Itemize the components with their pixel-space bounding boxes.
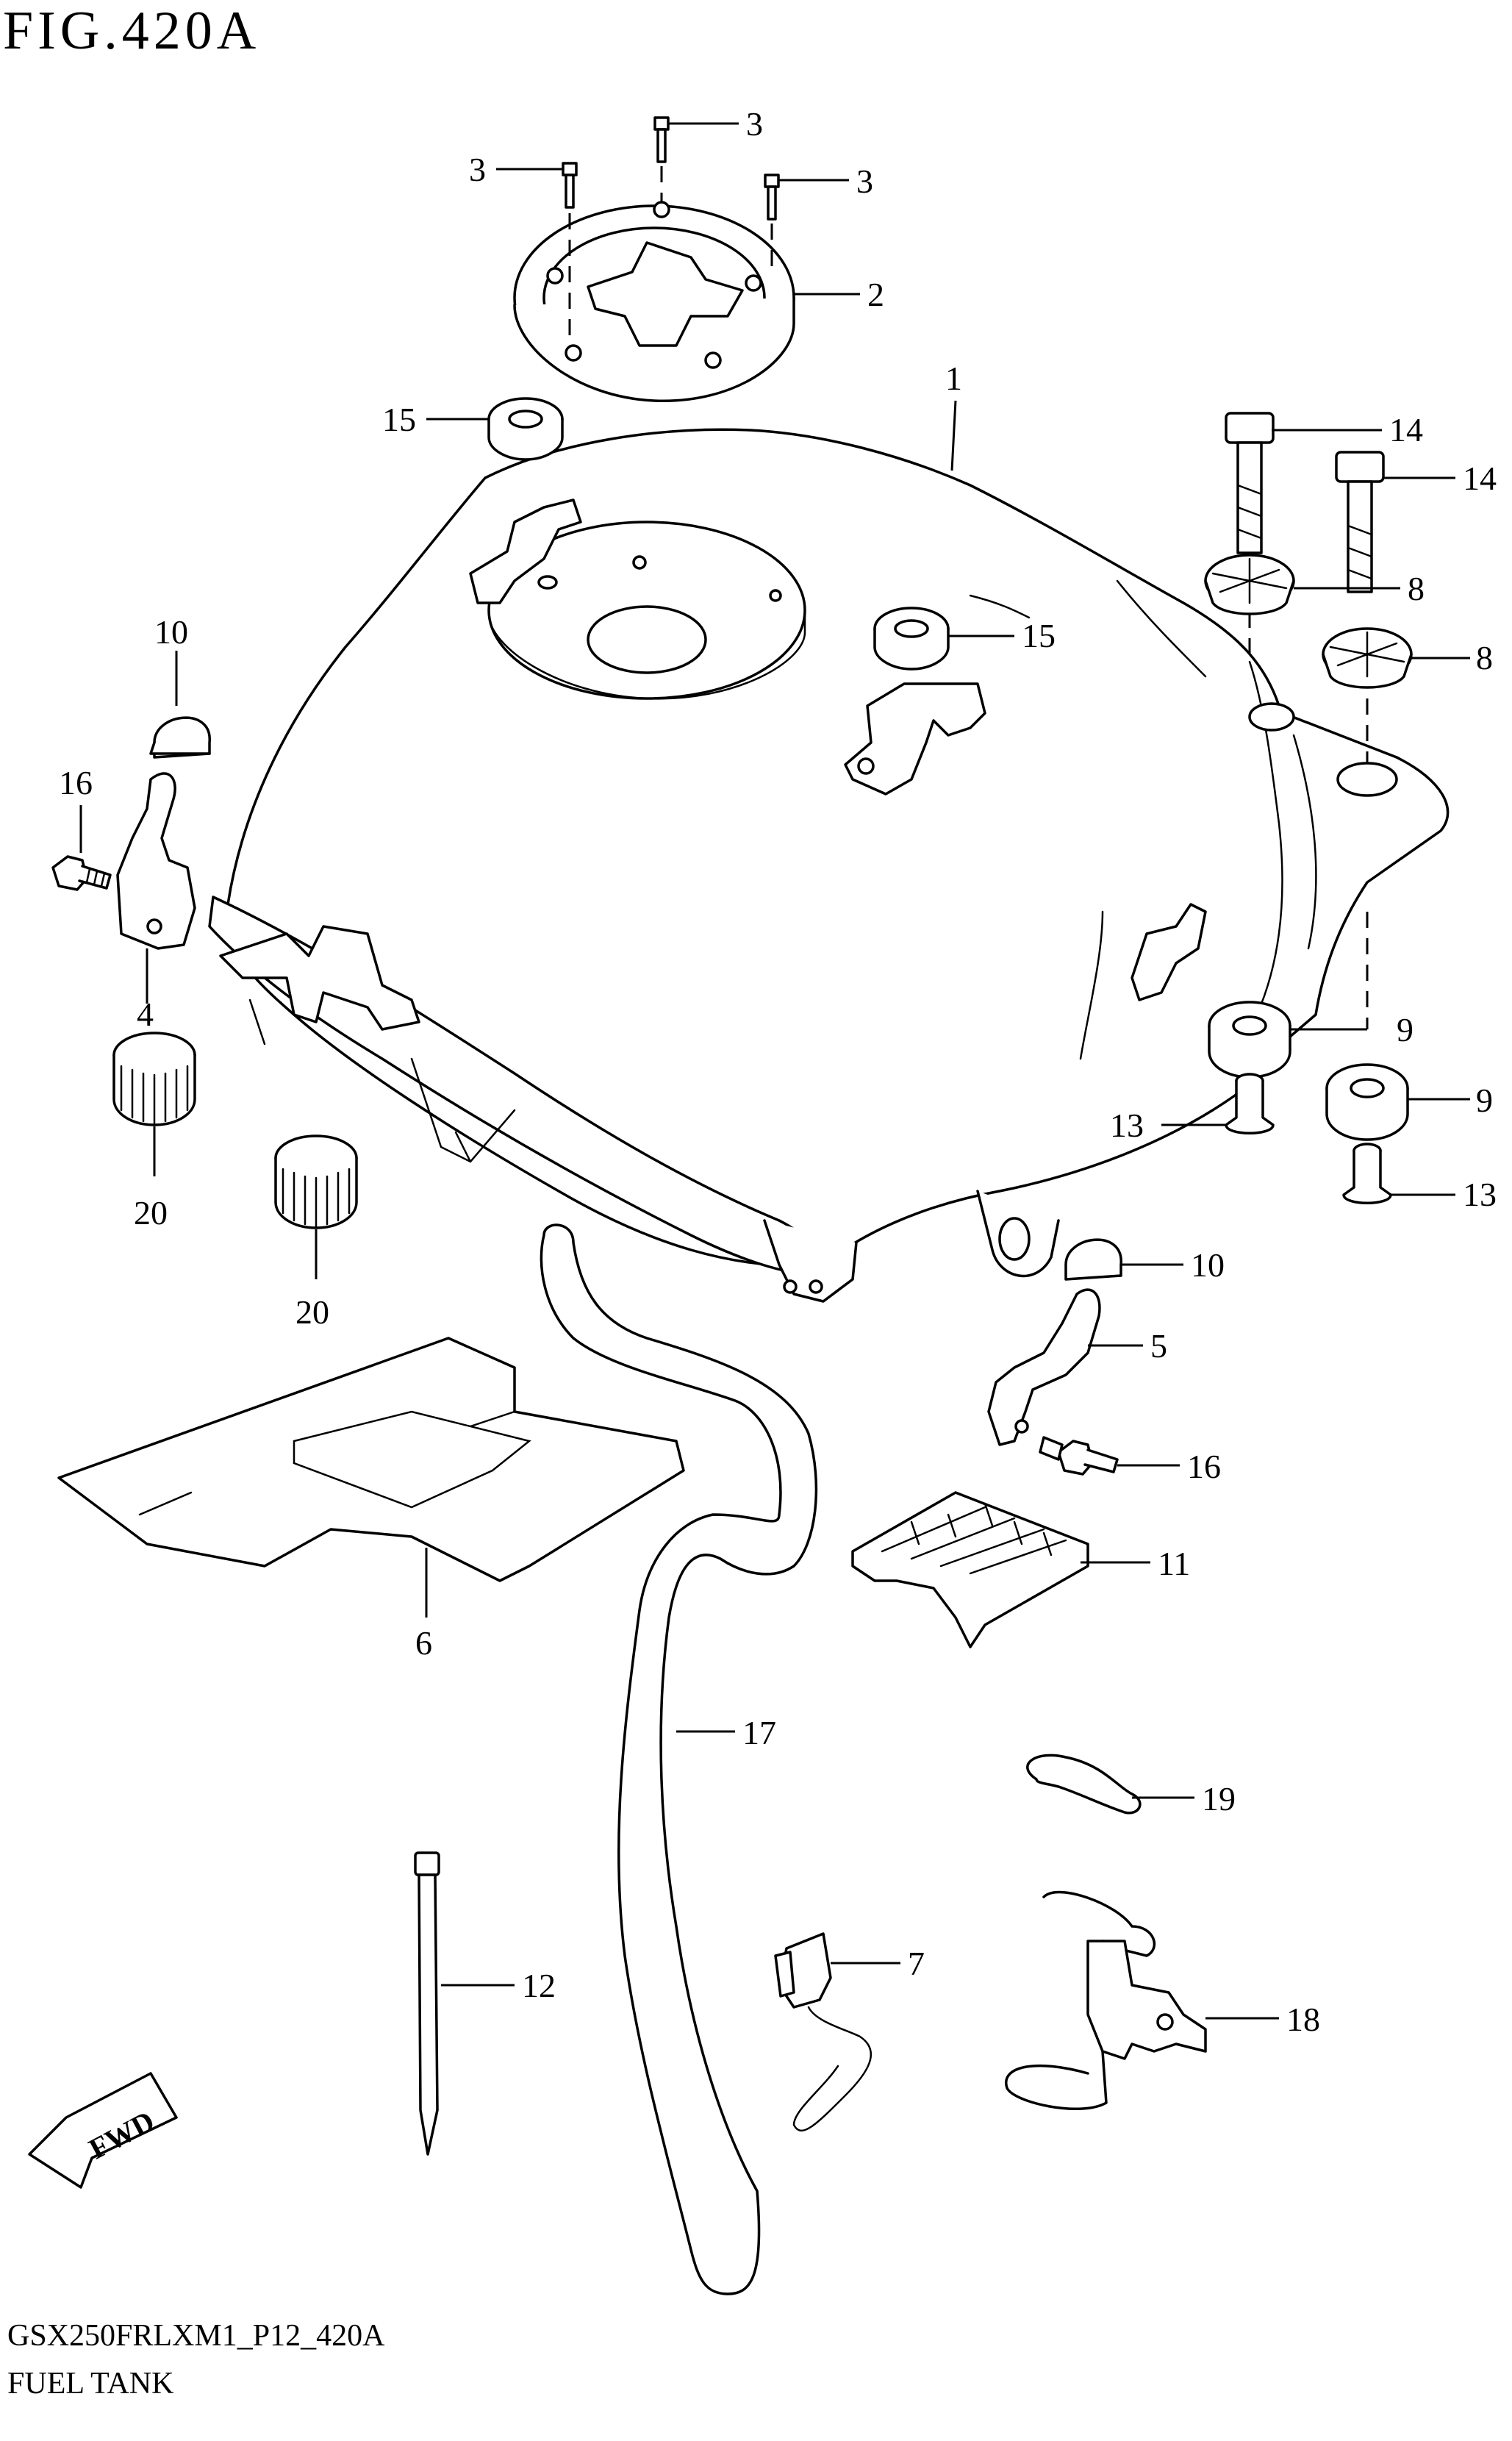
bracket-left	[116, 772, 196, 1004]
callout-14-front: 14	[1389, 411, 1423, 448]
harness-clamp	[774, 1932, 873, 2132]
callout-3-center: 3	[746, 105, 763, 143]
callout-16-left: 16	[59, 764, 93, 801]
callout-20-right: 20	[295, 1293, 329, 1331]
callout-10-right: 10	[1191, 1246, 1225, 1284]
callout-2: 2	[867, 276, 884, 313]
collar-front	[1225, 1073, 1275, 1134]
callout-9-front: 9	[1397, 1011, 1414, 1048]
callout-6: 6	[415, 1624, 432, 1662]
callout-12: 12	[522, 1967, 556, 2004]
callout-9-rear: 9	[1476, 1082, 1493, 1119]
heat-insulator	[57, 1337, 685, 1618]
bracket-right	[987, 1288, 1101, 1446]
cap-bolt-right	[764, 174, 780, 276]
callout-11: 11	[1158, 1545, 1190, 1582]
fuel-tank	[208, 428, 1450, 1303]
callout-16-right: 16	[1187, 1448, 1221, 1485]
callout-14-rear: 14	[1463, 460, 1497, 497]
callout-7: 7	[908, 1945, 925, 1982]
callout-17: 17	[742, 1714, 776, 1751]
fuel-cap	[513, 201, 795, 402]
callout-15-left: 15	[382, 401, 416, 438]
callout-3-right: 3	[856, 162, 873, 200]
leader-lines	[79, 122, 1470, 2020]
bolt-right	[1039, 1436, 1119, 1476]
tank-bolt-rear	[1335, 451, 1385, 593]
fwd-arrow: FWD	[28, 2072, 178, 2189]
figure-name: FUEL TANK	[7, 2367, 173, 2401]
damper-front	[1208, 1001, 1291, 1079]
callout-20-left: 20	[134, 1194, 168, 1232]
callout-1: 1	[945, 360, 962, 397]
mount-bracket-clip	[1005, 1890, 1207, 2111]
callout-5: 5	[1150, 1327, 1167, 1365]
tank-bolt-front	[1225, 412, 1275, 662]
callout-labels: 3 3 3 2 1 15 15 14 14 8 8 10 16 4 20 20 …	[59, 105, 1497, 2038]
drain-hose	[540, 1223, 818, 2295]
collar-rear	[1342, 1143, 1392, 1204]
figure-code: GSX250FRLXM1_P12_420A	[7, 2319, 385, 2353]
bolt-left	[51, 855, 112, 891]
damper-knob-right	[274, 1134, 358, 1279]
callout-8-front: 8	[1408, 570, 1425, 607]
hose-clip	[1026, 1754, 1142, 1815]
mount-cushion-rear	[1248, 627, 1413, 797]
cushion-left	[487, 397, 564, 461]
cover-cap-right	[1064, 1238, 1122, 1281]
callout-13-front: 13	[1110, 1107, 1144, 1144]
cover-cap-left	[149, 716, 211, 759]
damper-knob-left	[112, 1032, 196, 1176]
figure-title: FIG.420A	[3, 1, 260, 61]
callout-8-rear: 8	[1476, 639, 1493, 676]
hose-holder	[851, 1491, 1089, 1648]
cable-tie	[414, 1851, 515, 2156]
callout-18: 18	[1286, 2001, 1320, 2038]
callout-13-rear: 13	[1463, 1176, 1497, 1213]
damper-rear	[1325, 912, 1409, 1141]
cap-bolt-center	[653, 116, 670, 202]
callout-15-center: 15	[1022, 617, 1056, 654]
callout-3-left: 3	[469, 151, 486, 188]
callout-10-left: 10	[154, 613, 188, 651]
cap-bolt-left	[562, 162, 578, 346]
callout-19: 19	[1202, 1780, 1236, 1818]
mount-cushion-front	[1204, 554, 1295, 615]
callout-4: 4	[137, 996, 154, 1033]
cushion-center	[873, 607, 950, 671]
